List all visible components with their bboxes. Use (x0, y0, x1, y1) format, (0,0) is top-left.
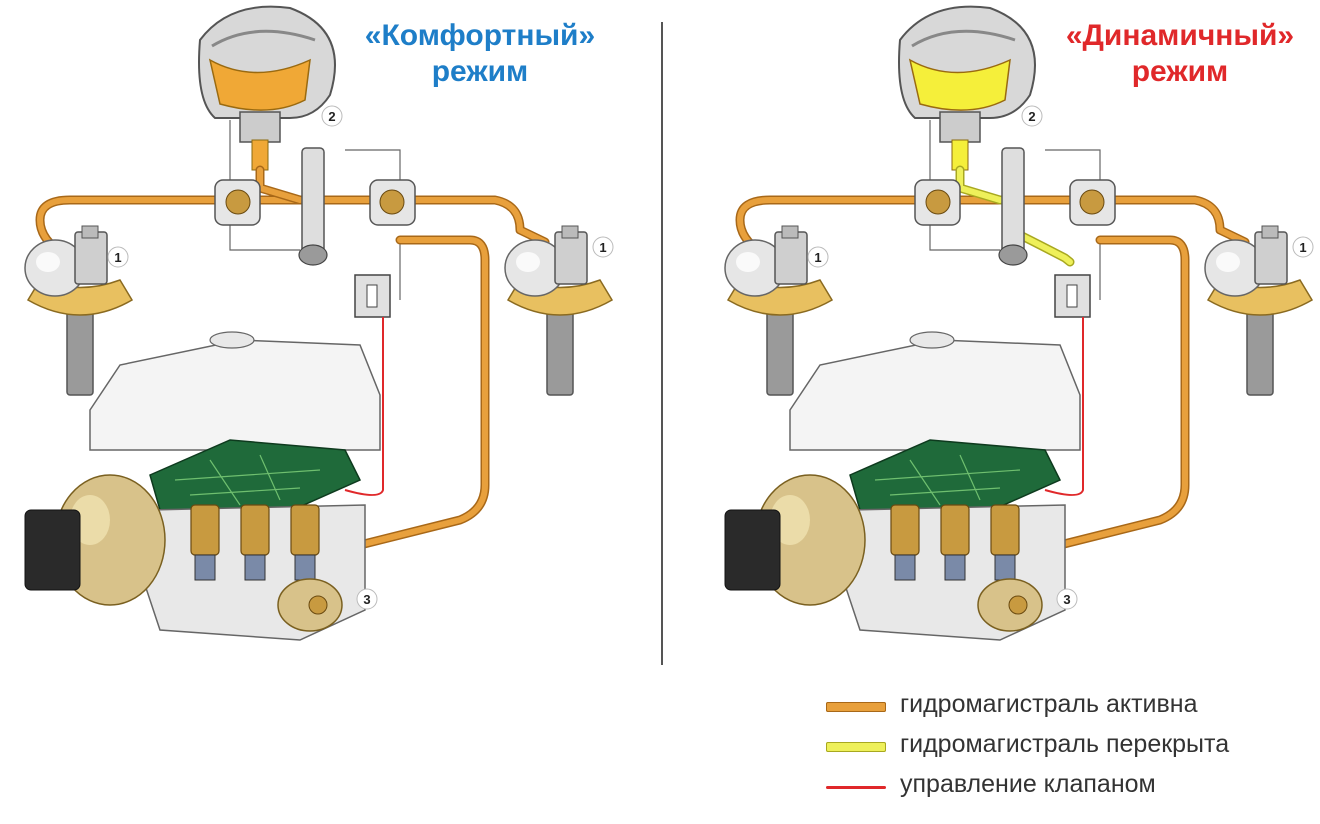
pipe-to-pump (357, 237, 488, 548)
strut-right-valve (1254, 231, 1288, 285)
comfort-mode-title-line2: режим (431, 55, 529, 88)
pump-valve-3 (990, 504, 1020, 556)
legend-label-active: гидромагистраль активна (900, 690, 1198, 718)
pipe-solenoid-closed (1017, 232, 1073, 265)
label-pump-unit: 3 (1063, 592, 1070, 607)
pump-valve-spring-1 (894, 554, 916, 581)
pump-valve-spring-3 (994, 554, 1016, 581)
pump-valve-2 (940, 504, 970, 556)
legend-swatch-closed (826, 742, 886, 752)
pump-valve-1 (190, 504, 220, 556)
solenoid-coil (1066, 284, 1078, 308)
dynamic-mode-title-line2: режим (1131, 55, 1229, 88)
accumulator-membrane (911, 29, 1016, 48)
pump-valve-3 (290, 504, 320, 556)
motor-connector (24, 509, 81, 591)
label-strut-right-badge (592, 236, 614, 258)
reservoir-cap (909, 331, 955, 349)
dynamic-mode-title: «Динамичный» режим (1050, 18, 1310, 90)
strut-right-valve-cap (561, 225, 579, 239)
strut-left-valve (774, 231, 808, 285)
pipe-right-strut (412, 197, 548, 245)
label-strut-left-badge (807, 246, 829, 268)
pump-valve-2 (240, 504, 270, 556)
comfort-mode-title: «Комфортный» режим (350, 18, 610, 90)
legend-item-active: гидромагистраль активна (820, 688, 1300, 728)
control-board-traces (874, 454, 1021, 506)
label-accumulator-badge (1021, 105, 1043, 127)
pump-valve-spring-2 (244, 554, 266, 581)
fluid-reservoir (789, 339, 1081, 451)
panel-comfort: 1 1 2 3 (24, 5, 614, 641)
legend-swatch-control (826, 786, 886, 789)
label-strut-right: 1 (1299, 240, 1306, 255)
label-accumulator: 2 (328, 109, 335, 124)
label-accumulator-badge (321, 105, 343, 127)
legend: гидромагистраль активна гидромагистраль … (820, 688, 1300, 808)
accumulator-membrane (211, 29, 316, 48)
regulator-frame (929, 120, 1101, 300)
pipe-right-strut (1112, 197, 1248, 245)
label-strut-left: 1 (814, 250, 821, 265)
legend-item-closed: гидромагистраль перекрыта (820, 728, 1300, 768)
accumulator-neck (939, 111, 981, 143)
accumulator-fluid (908, 58, 1011, 111)
fluid-reservoir (89, 339, 381, 451)
strut-right-valve-cap (1261, 225, 1279, 239)
valve-left-core (225, 189, 251, 215)
valve-right-core (379, 189, 405, 215)
label-accumulator: 2 (1028, 109, 1035, 124)
label-pump-unit: 3 (363, 592, 370, 607)
dynamic-mode-title-line1: «Динамичный» (1065, 19, 1295, 52)
accumulator-neck (239, 111, 281, 143)
legend-label-control: управление клапаном (900, 770, 1156, 798)
pump-end-bolt (308, 595, 328, 615)
strut-right-valve (554, 231, 588, 285)
pump-end-bolt (1008, 595, 1028, 615)
pump-valve-spring-1 (194, 554, 216, 581)
label-strut-left-badge (107, 246, 129, 268)
accumulator-fluid (208, 58, 311, 111)
pipe-to-pump (1057, 237, 1188, 548)
label-pump-unit-badge (1056, 588, 1078, 610)
label-strut-left: 1 (114, 250, 121, 265)
regulator-base (998, 244, 1028, 266)
strut-right-sphere-highlight (1216, 252, 1240, 272)
strut-left-sphere-highlight (36, 252, 60, 272)
valve-left-core (925, 189, 951, 215)
regulator-column (1001, 147, 1025, 259)
reservoir-cap (209, 331, 255, 349)
strut-left-valve-cap (81, 225, 99, 239)
control-wire (1044, 317, 1084, 496)
control-board-traces (174, 454, 321, 506)
legend-label-closed: гидромагистраль перекрыта (900, 730, 1230, 758)
pump-valve-spring-3 (294, 554, 316, 581)
strut-right-sphere-highlight (516, 252, 540, 272)
label-strut-right: 1 (599, 240, 606, 255)
comfort-mode-title-line1: «Комфортный» (364, 19, 596, 52)
regulator-frame (229, 120, 401, 300)
pump-valve-spring-2 (944, 554, 966, 581)
strut-left-valve-cap (781, 225, 799, 239)
legend-item-control: управление клапаном (820, 768, 1300, 808)
strut-left-valve (74, 231, 108, 285)
legend-swatch-active (826, 702, 886, 712)
pump-valve-1 (890, 504, 920, 556)
control-wire (344, 317, 384, 496)
label-pump-unit-badge (356, 588, 378, 610)
valve-right-core (1079, 189, 1105, 215)
solenoid-coil (366, 284, 378, 308)
motor-connector (724, 509, 781, 591)
label-strut-right-badge (1292, 236, 1314, 258)
regulator-column (301, 147, 325, 259)
strut-left-sphere-highlight (736, 252, 760, 272)
panel-dynamic: 1 1 2 3 (724, 5, 1314, 641)
regulator-base (298, 244, 328, 266)
